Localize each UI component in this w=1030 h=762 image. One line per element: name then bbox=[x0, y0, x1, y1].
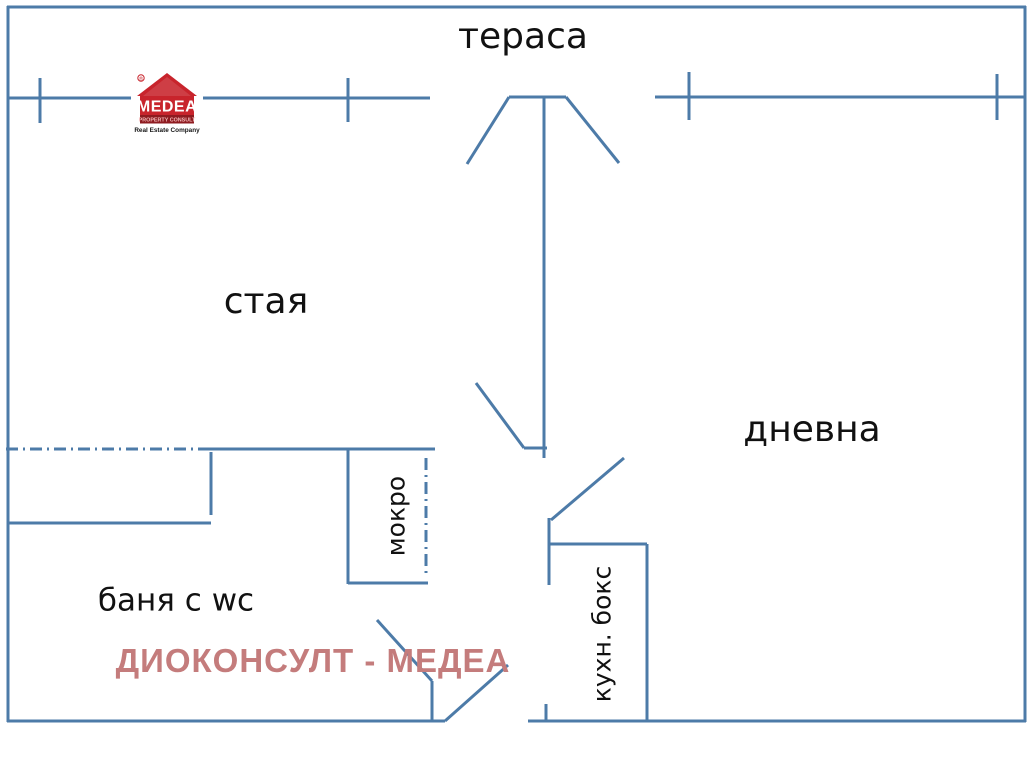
medea-house-icon: ® MEDEA PROPERTY CONSULT Real Estate Com… bbox=[134, 73, 200, 134]
kitchen-box-label: кухн. бокс bbox=[587, 565, 617, 703]
agency-watermark: ДИОКОНСУЛТ - МЕДЕА bbox=[115, 642, 511, 679]
logo-roof bbox=[137, 73, 197, 96]
bathroom-label: баня с wc bbox=[97, 582, 255, 619]
bedroom-label: стая bbox=[223, 281, 309, 322]
registered-mark-circle bbox=[137, 74, 145, 82]
logo-banner bbox=[140, 115, 194, 124]
terrace-door-leaf-left bbox=[465, 96, 511, 165]
medea-logo: ® MEDEA PROPERTY CONSULT Real Estate Com… bbox=[131, 71, 203, 135]
logo-roof-hatch bbox=[143, 77, 191, 96]
bath-door-swing bbox=[375, 618, 434, 683]
registered-mark: ® bbox=[139, 75, 143, 82]
logo-brand-text: MEDEA bbox=[137, 99, 197, 116]
logo-body bbox=[140, 96, 194, 115]
entrance-door-swing bbox=[444, 663, 509, 723]
terrace-label: тераса bbox=[458, 16, 588, 57]
living-room-label: дневна bbox=[743, 409, 881, 450]
terrace-door-leaf-right bbox=[564, 96, 621, 164]
logo-tagline-text: Real Estate Company bbox=[134, 127, 200, 134]
kitchen-door-swing bbox=[550, 456, 625, 522]
wet-room-label: мокро bbox=[381, 475, 411, 557]
bedroom-door-swing bbox=[474, 382, 526, 449]
logo-subtitle-text: PROPERTY CONSULT bbox=[139, 118, 196, 124]
